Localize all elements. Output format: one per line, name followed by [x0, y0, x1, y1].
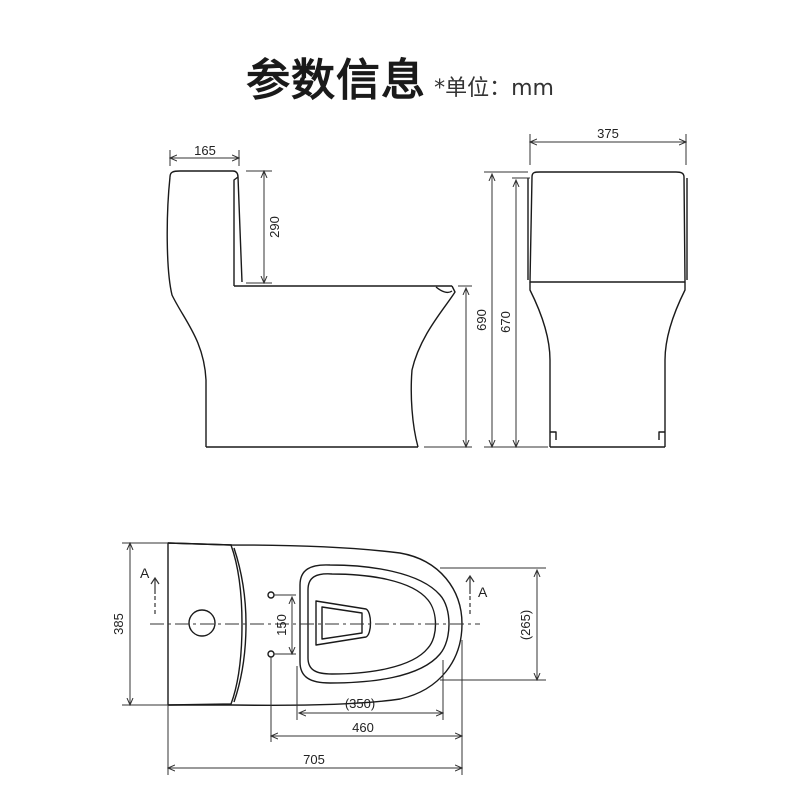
front-base-feet [550, 431, 665, 440]
top-drain-inner [321, 606, 363, 640]
section-mark-right [465, 574, 475, 614]
front-body-left [529, 282, 551, 447]
dim-tank-height [246, 171, 272, 283]
section-mark-left [150, 576, 160, 614]
dim-label-705: 705 [303, 752, 325, 767]
side-back-profile [166, 176, 207, 447]
dim-label-350: (350) [345, 696, 375, 711]
top-seat-outer [299, 564, 450, 684]
dim-label-165: 165 [194, 143, 216, 158]
dim-tank-width [530, 134, 686, 165]
top-bolt-hole-lower [267, 650, 275, 658]
dim-total-length [168, 640, 462, 775]
section-label-left: A [140, 565, 150, 581]
dim-bowl-width [440, 567, 546, 680]
front-view [527, 171, 688, 448]
dim-rough-in [122, 543, 168, 705]
front-body-right [664, 282, 686, 447]
top-bolt-hole-upper [267, 591, 275, 599]
dim-label-265: (265) [518, 610, 533, 640]
dim-label-375: 375 [597, 126, 619, 141]
dim-label-670: 670 [498, 311, 513, 333]
top-seat-inner [307, 573, 437, 675]
page-title: 参数信息 [246, 55, 427, 106]
top-drain-outer [315, 600, 372, 646]
dim-label-385: 385 [111, 613, 126, 635]
side-tank-front [233, 176, 243, 286]
dim-seat-height [512, 177, 530, 447]
section-label-right: A [478, 584, 488, 600]
dim-bowl-length [296, 660, 443, 720]
side-seat-edge [435, 286, 453, 294]
dim-tank-depth [170, 150, 239, 166]
dim-total-height [424, 285, 472, 447]
side-view [166, 170, 456, 448]
front-tank-inner-line [527, 178, 688, 280]
top-tank-inner [233, 547, 247, 703]
top-tank-outline [167, 542, 243, 706]
dim-label-150: 150 [274, 614, 289, 636]
front-tank-outline [529, 171, 686, 283]
dim-bolt-spacing [274, 594, 296, 654]
top-flush-button [188, 609, 216, 637]
dim-label-290: 290 [267, 216, 282, 238]
side-front-profile [410, 285, 456, 448]
unit-note: *单位：mm [434, 76, 554, 101]
side-tank-top [169, 170, 239, 178]
header: 参数信息 *单位：mm [0, 44, 800, 108]
dim-label-460: 460 [352, 720, 374, 735]
dim-label-690: 690 [474, 309, 489, 331]
